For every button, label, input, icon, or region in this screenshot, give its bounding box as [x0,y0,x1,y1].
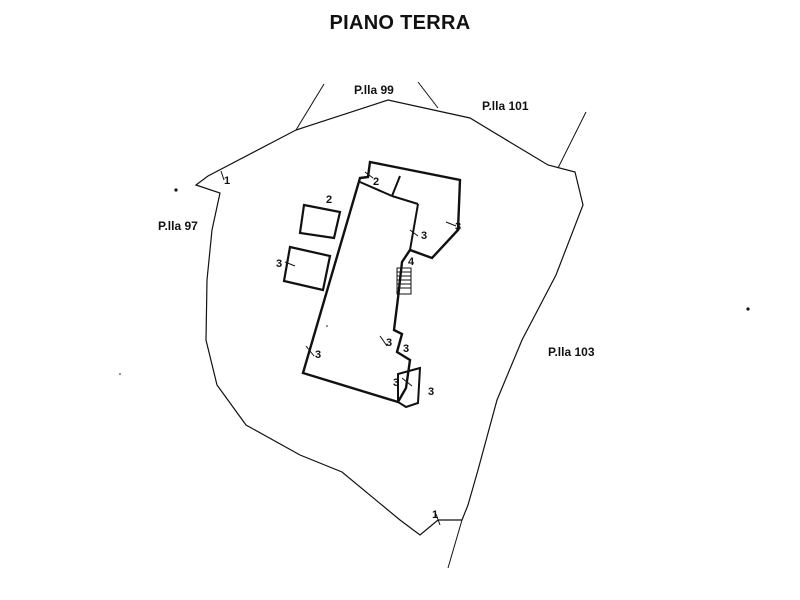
speck [119,373,121,375]
marker-corridor-upper: 3 [421,230,427,242]
partition-top-left [359,181,393,197]
parcel-label-103: P.lla 103 [548,345,595,359]
lot-boundary [194,99,584,536]
partition-right-block [391,195,419,205]
stair-hatch [396,267,412,295]
tick-detached-lower [284,261,296,267]
boundary-tick-west [220,170,225,181]
partition-right-wall [409,203,419,251]
tick-corridor [409,229,419,237]
neighbor-line-101 [557,111,587,169]
tick-annex [401,377,413,387]
marker-stair: 4 [408,256,415,268]
boundary-tick-south [435,513,441,526]
tick-lower-mid [379,335,388,347]
marker-top-right-block: 3 [455,221,461,233]
marker-lower-right-mid: 3 [403,343,409,355]
detached-building-upper [298,203,342,240]
marker-detached-lower-left: 3 [276,258,282,270]
tick-west-wall [305,345,315,357]
annex-building [397,366,422,409]
marker-annex-right: 3 [428,386,434,398]
parcel-label-99: P.lla 99 [354,83,394,97]
parcel-label-101: P.lla 101 [482,99,529,113]
parcel-label-97: P.lla 97 [158,219,198,233]
page-title: PIANO TERRA [329,12,471,34]
marker-detached-upper: 2 [326,194,332,206]
marker-west-wall: 3 [315,349,321,361]
partition-corridor [391,175,401,197]
speck [326,325,328,327]
marker-lower-left-mid: 3 [386,337,392,349]
tick-top-left-room [364,171,374,179]
neighbor-line-south [447,519,463,569]
boundary-marker-south: 1 [432,509,438,521]
tick-top-right-block [445,221,457,227]
marker-top-left-room: 2 [373,176,379,188]
boundary-marker-west: 1 [224,175,230,187]
neighbor-line-99-right [417,81,439,109]
main-building [301,160,462,404]
neighbor-line-99-left [295,83,325,131]
detached-building-lower [282,245,332,292]
marker-annex-left: 3 [393,377,399,389]
speck [174,188,178,192]
speck [746,307,750,311]
